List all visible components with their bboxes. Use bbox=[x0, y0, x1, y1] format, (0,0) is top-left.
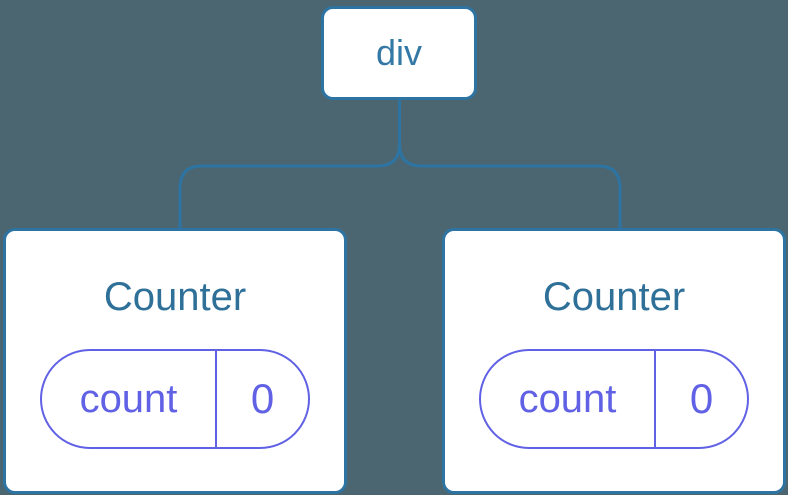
connector-right-branch bbox=[398, 100, 622, 230]
state-value: 0 bbox=[689, 375, 714, 422]
state-key-label: count bbox=[42, 351, 217, 447]
counter-node-left: Counter count 0 bbox=[3, 228, 347, 494]
root-node-label: div bbox=[375, 32, 423, 73]
state-value: 0 bbox=[250, 375, 275, 422]
root-node-div: div bbox=[321, 6, 477, 100]
counter-title: Counter bbox=[103, 275, 247, 319]
counter-title: Counter bbox=[542, 275, 686, 319]
state-pill: count 0 bbox=[40, 349, 310, 449]
state-key-label: count bbox=[481, 351, 656, 447]
connector-left-branch bbox=[178, 100, 401, 230]
counter-node-right: Counter count 0 bbox=[442, 228, 786, 494]
state-pill: count 0 bbox=[479, 349, 749, 449]
